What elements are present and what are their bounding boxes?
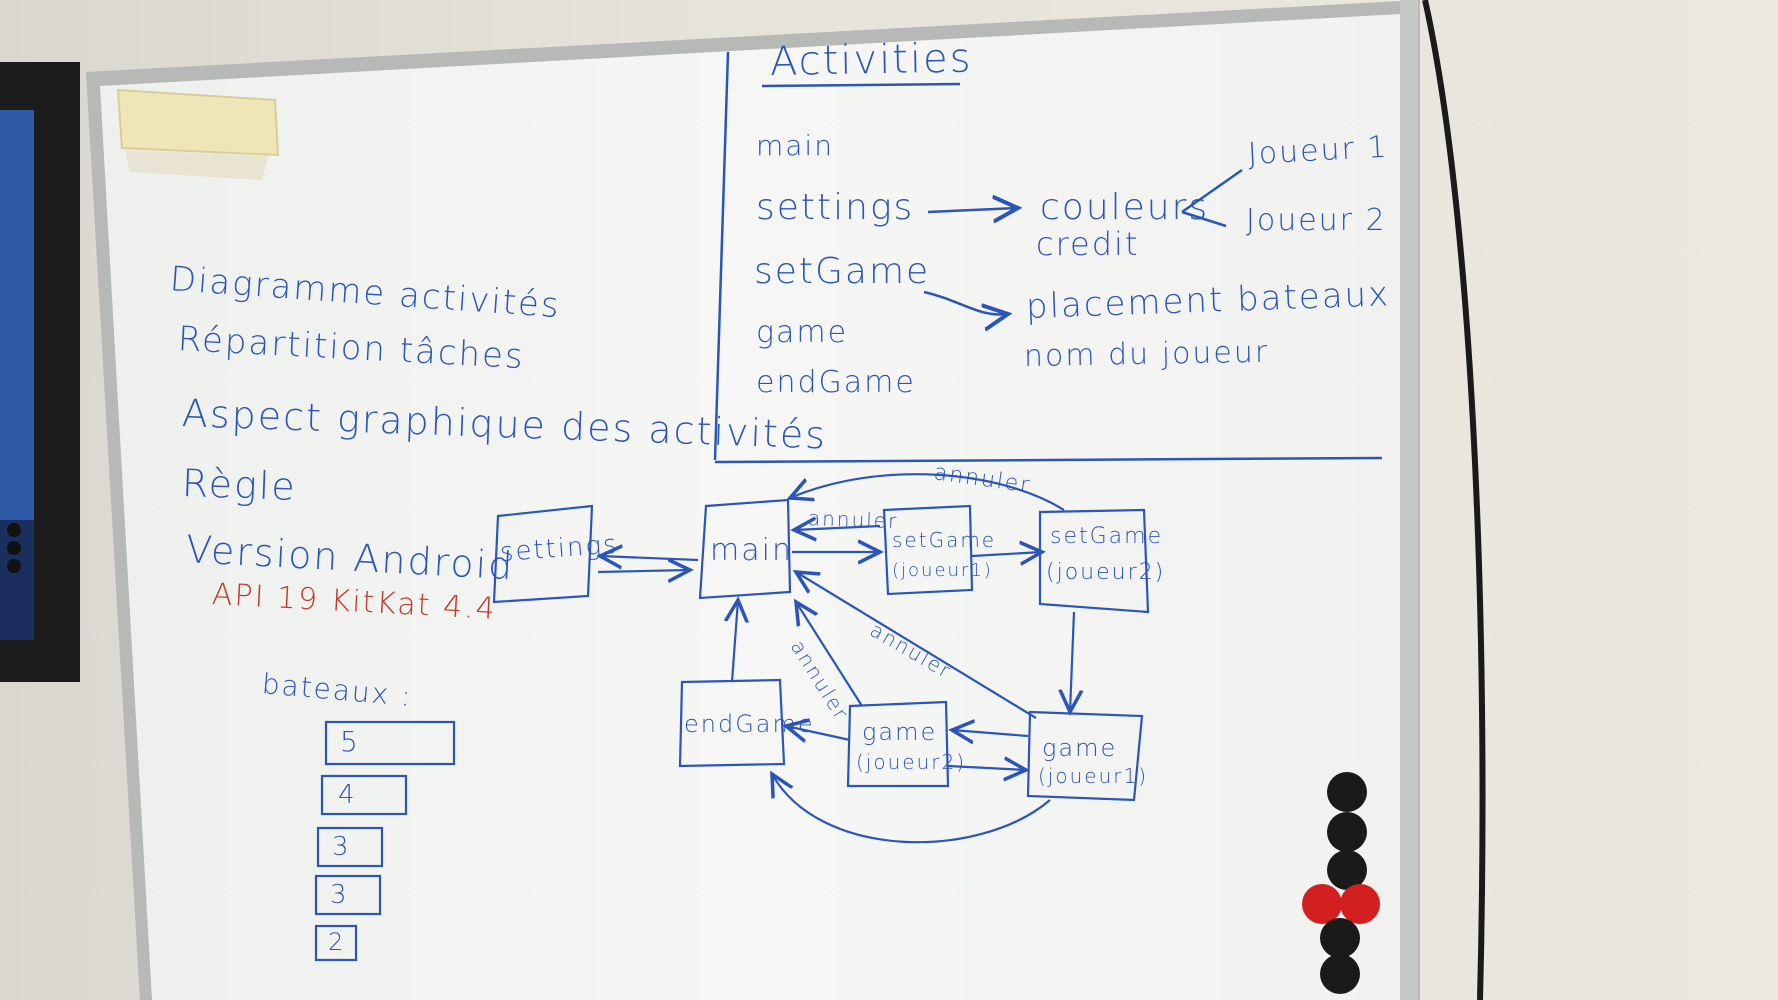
note-regle: Règle [181,461,298,509]
activity-game: game [756,315,849,350]
ship-boxes [314,720,456,962]
ship-size-3a: 3 [332,832,351,862]
board-surface [100,14,1400,1000]
diagram-game1-line1: game [1042,734,1118,762]
diagram-endgame: endGame [684,710,815,738]
target-couleurs: couleurs [1040,187,1210,228]
ship-size-3b: 3 [330,880,349,910]
target-nom: nom du joueur [1023,334,1270,374]
branch-joueur2: Joueur 2 [1246,203,1387,238]
activity-settings: settings [756,187,915,228]
magnets [1302,772,1380,994]
diagram-settings: settings [498,529,620,568]
diagram-game2-line1: game [862,718,938,746]
monitor [0,62,80,682]
diagram-setgame1-line1: setGame [892,528,997,552]
diagram-setgame1-line2: (joueur1) [892,560,993,581]
ship-size-5: 5 [340,725,360,758]
diagram-setgame2-line2: (joueur2) [1046,560,1166,585]
branch-joueur1: Joueur 1 [1247,129,1390,172]
annuler-setgame1: annuler [807,506,899,534]
activity-setgame: setGame [754,251,931,292]
eraser [116,88,280,180]
target-credit: credit [1036,225,1140,263]
diagram-game2-line2: (joueur2) [856,750,967,774]
diagram-setgame2-line1: setGame [1050,524,1164,549]
activity-main: main [756,129,834,162]
ship-size-2: 2 [328,928,346,956]
diagram-main: main [710,533,793,568]
ship-size-4: 4 [338,780,357,810]
diagram-game1-line2: (joueur1) [1038,764,1149,788]
activity-endgame: endGame [756,365,916,400]
activities-title: Activities [769,35,973,85]
